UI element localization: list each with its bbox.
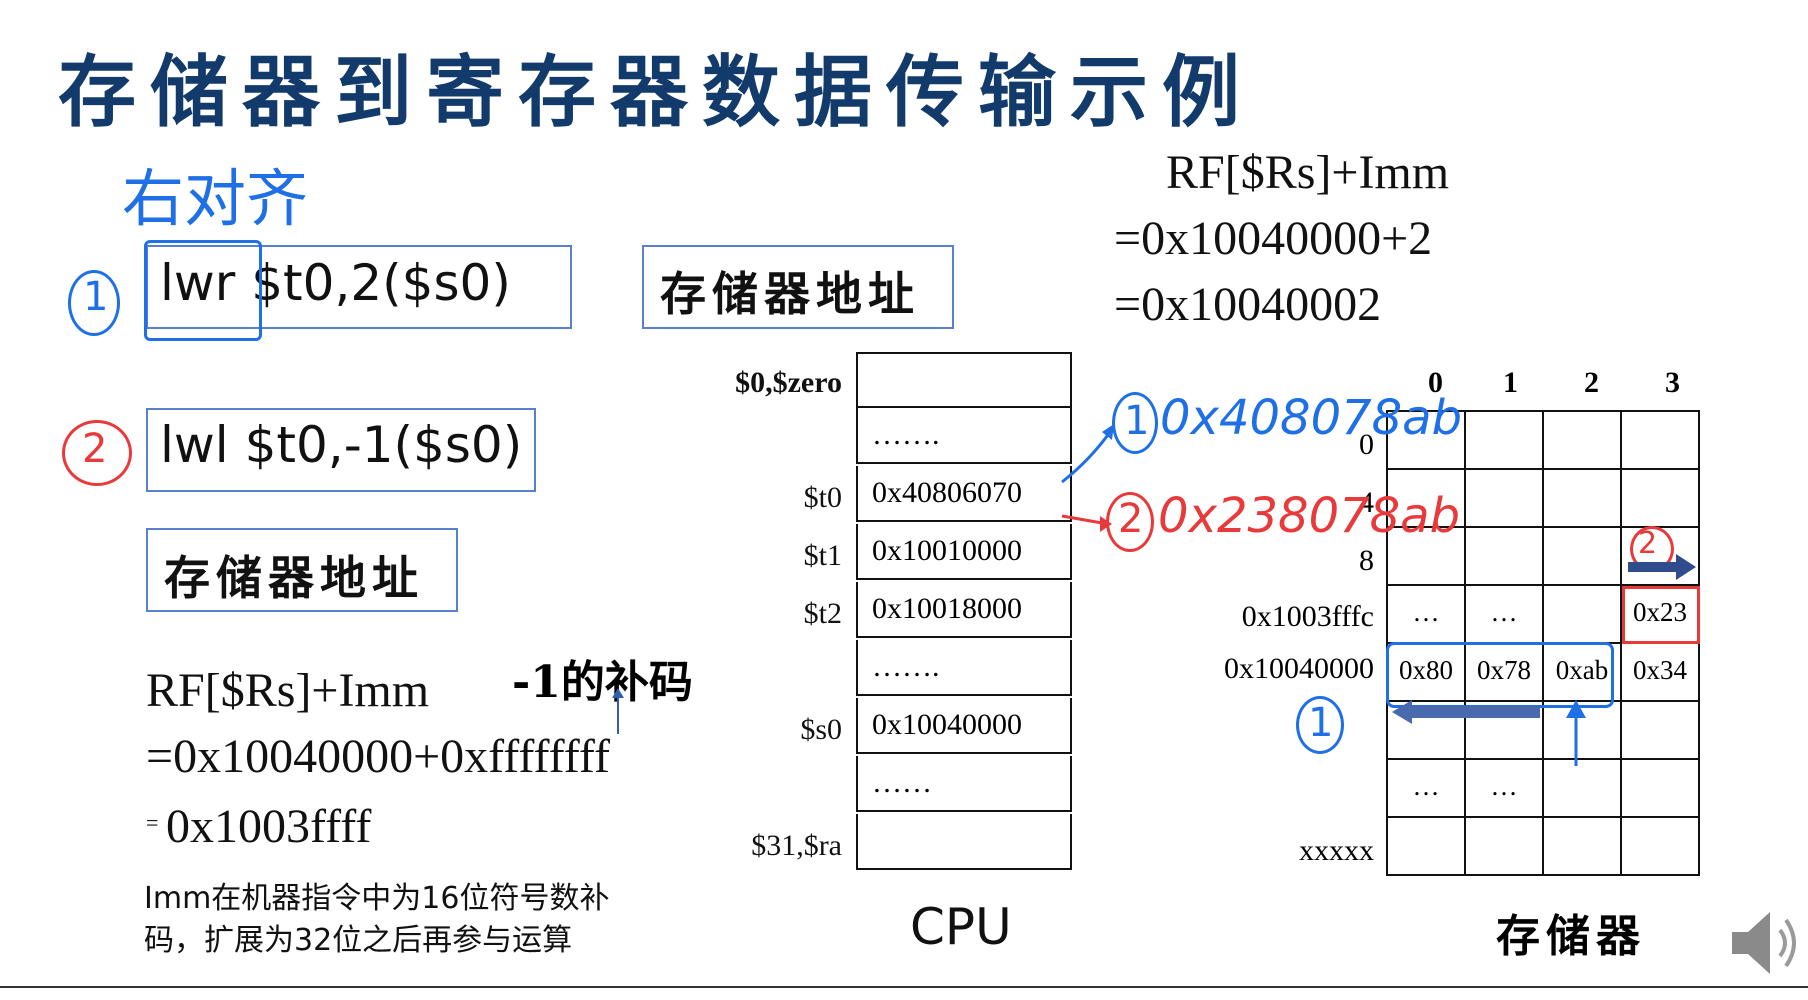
register-cell: ……. — [856, 640, 1072, 696]
register-cell: ……. — [856, 408, 1072, 464]
arrow-up-icon — [612, 688, 624, 734]
memory-cell — [1542, 410, 1622, 470]
circle-1-shift-icon — [1296, 696, 1344, 754]
register-label-t0: $t0 — [803, 481, 842, 514]
register-cell: 0x10018000 — [856, 582, 1072, 638]
mem-addr-0: 0 — [1359, 428, 1374, 461]
register-cell: 0x10010000 — [856, 524, 1072, 580]
highlight-cell-0x23 — [1622, 586, 1700, 644]
note-line1: Imm在机器指令中为16位符号数补 — [144, 881, 610, 916]
formula-bottom-line3: 0x1003ffff — [166, 800, 372, 853]
register-label-s0: $s0 — [800, 713, 842, 746]
annotation-minus1-complement: -1的补码 — [512, 657, 693, 708]
instruction-box-2 — [146, 408, 536, 492]
memory-cell — [1542, 526, 1622, 586]
register-file: ……. 0x40806070 0x10010000 0x10018000 …….… — [856, 352, 1078, 876]
circle-1-icon — [68, 270, 120, 336]
annotation-arrows — [1061, 424, 1114, 532]
memory-cell — [1464, 816, 1544, 876]
mem-addr-box-left — [146, 528, 458, 612]
instruction-lwr: lwr $t0,2($s0) — [160, 254, 511, 312]
register-cell: 0x10040000 — [856, 698, 1072, 754]
circle-1-shift-label: 1 — [1308, 700, 1334, 746]
memory-cell: … — [1464, 584, 1544, 644]
memory-cell — [1620, 816, 1700, 876]
formula-bottom-line2: =0x10040000+0xffffffff — [146, 730, 610, 783]
circle-2-value-label: 2 — [1118, 496, 1144, 542]
circle-2-label: 2 — [82, 426, 108, 472]
register-label-t2: $t2 — [803, 597, 842, 630]
circle-2-icon — [62, 420, 132, 486]
note-line2: 码，扩展为32位之后再参与运算 — [144, 923, 573, 958]
cpu-caption: CPU — [910, 898, 1012, 956]
memory-cell — [1542, 584, 1622, 644]
memory-cell — [1464, 526, 1544, 586]
mem-col-header: 1 — [1503, 366, 1518, 399]
formula-bottom-line1: RF[$Rs]+Imm — [146, 664, 430, 717]
mem-col-header: 2 — [1584, 366, 1599, 399]
register-label-ra: $31,$ra — [751, 829, 842, 862]
memory-cell — [1620, 700, 1700, 760]
memory-cell: … — [1386, 584, 1466, 644]
slide-title: 存储器到寄存器数据传输示例 — [58, 47, 1255, 138]
instruction-box-1 — [146, 245, 572, 329]
annotation-right-align: 右对齐 — [122, 162, 309, 235]
bottom-divider — [0, 986, 1808, 988]
highlight-lwr-box — [144, 240, 262, 341]
register-cell: 0x40806070 — [856, 466, 1072, 522]
mem-addr-1003fffc: 0x1003fffc — [1241, 600, 1374, 633]
mem-addr-label-top: 存储器地址 — [660, 267, 920, 321]
shift-left-arrow-icon — [1392, 700, 1586, 766]
memory-cell — [1620, 468, 1700, 528]
instruction-lwl: lwl $t0,-1($s0) — [160, 416, 523, 474]
mem-col-header: 3 — [1665, 366, 1680, 399]
register-cell — [856, 814, 1072, 870]
formula-top-line1: RF[$Rs]+Imm — [1166, 146, 1450, 199]
register-cell — [856, 352, 1072, 408]
circle-1-label: 1 — [83, 274, 109, 320]
formula-top-line3: =0x10040002 — [1114, 278, 1382, 331]
mem-addr-10040000: 0x10040000 — [1224, 652, 1374, 685]
memory-cell — [1542, 816, 1622, 876]
memory-cell — [1620, 758, 1700, 818]
circle-1-value-label: 1 — [1124, 398, 1150, 444]
mem-addr-box-top — [642, 245, 954, 329]
speaker-icon[interactable] — [1728, 904, 1806, 982]
circle-2-mem-label: 2 — [1638, 526, 1658, 561]
memory-cell — [1542, 468, 1622, 528]
circle-1-value-icon — [1112, 392, 1158, 454]
register-label-zero: $0,$zero — [735, 366, 842, 399]
formula-bottom-line3-prefix: = — [146, 810, 159, 835]
annotation-value-1: 0x408078ab — [1160, 390, 1463, 446]
formula-top-line2: =0x10040000+2 — [1114, 212, 1433, 265]
mem-addr-4: 4 — [1359, 486, 1374, 519]
annotation-value-2: 0x238078ab — [1158, 488, 1461, 544]
memory-caption: 存储器 — [1496, 911, 1646, 962]
mem-col-header: 0 — [1428, 366, 1443, 399]
mem-addr-label-left: 存储器地址 — [164, 551, 424, 605]
register-label-t1: $t1 — [803, 539, 842, 572]
memory-cell — [1464, 410, 1544, 470]
shift-right-arrow-icon — [1628, 554, 1696, 580]
mem-addr-8: 8 — [1359, 544, 1374, 577]
register-cell: …… — [856, 756, 1072, 812]
mem-addr-xxxxx: xxxxx — [1299, 834, 1374, 867]
memory-cell: 0x34 — [1620, 642, 1700, 702]
memory-cell — [1386, 816, 1466, 876]
memory-cell — [1620, 410, 1700, 470]
memory-cell — [1464, 468, 1544, 528]
